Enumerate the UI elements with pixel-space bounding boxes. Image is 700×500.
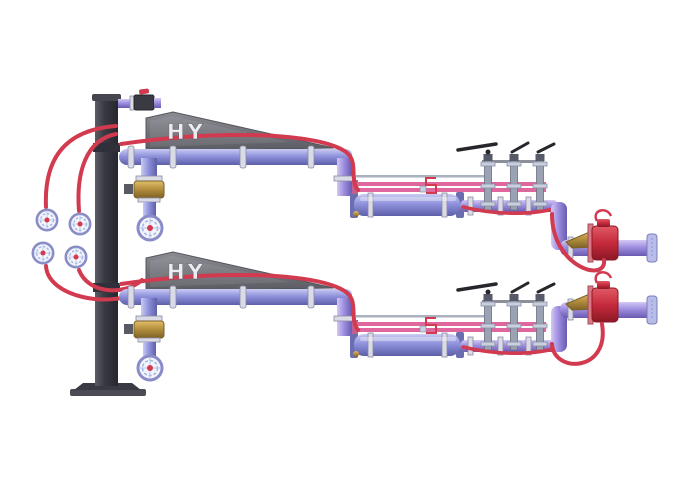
- upper-outlet: [551, 202, 658, 263]
- post-cap: [92, 94, 121, 101]
- inlet-flange: [31, 241, 55, 265]
- left-hoses: [43, 124, 144, 302]
- upper-arm: HY: [119, 112, 658, 273]
- post-top-fitting: [133, 94, 155, 111]
- post-top-stub-right: [154, 98, 161, 108]
- hose: [77, 268, 144, 293]
- post-clamp-upper: [93, 143, 120, 152]
- post-top-handle: [139, 88, 150, 95]
- post-column: [95, 97, 118, 386]
- hose-loop: [550, 322, 605, 366]
- valve-handle: [594, 271, 613, 284]
- hose-loop: [550, 212, 607, 273]
- hy-label: HY: [167, 260, 206, 284]
- post-clamp-lower: [93, 283, 120, 292]
- valve-cap: [597, 219, 610, 227]
- post-top-stub: [118, 99, 130, 108]
- end-flange: [646, 233, 658, 263]
- inlet-flange: [68, 212, 92, 236]
- hose: [76, 132, 118, 213]
- lower-outlet: [551, 271, 658, 352]
- red-valve-body: [591, 287, 619, 323]
- post-base: [74, 383, 141, 390]
- post-top-collar: [129, 95, 135, 111]
- end-flange: [646, 295, 658, 325]
- lower-arm: HY: [119, 252, 658, 380]
- outlet-riser-pipe: [551, 306, 567, 352]
- red-valve-body: [591, 225, 619, 261]
- valve-handle: [594, 209, 613, 222]
- post-base-plate: [70, 389, 146, 396]
- hy-label: HY: [167, 120, 206, 144]
- inlet-flanges: [31, 208, 92, 269]
- hose: [43, 124, 118, 209]
- valve-cap: [597, 281, 610, 289]
- inlet-flange: [35, 208, 59, 232]
- support-post: [70, 88, 161, 396]
- inlet-flange: [64, 245, 88, 269]
